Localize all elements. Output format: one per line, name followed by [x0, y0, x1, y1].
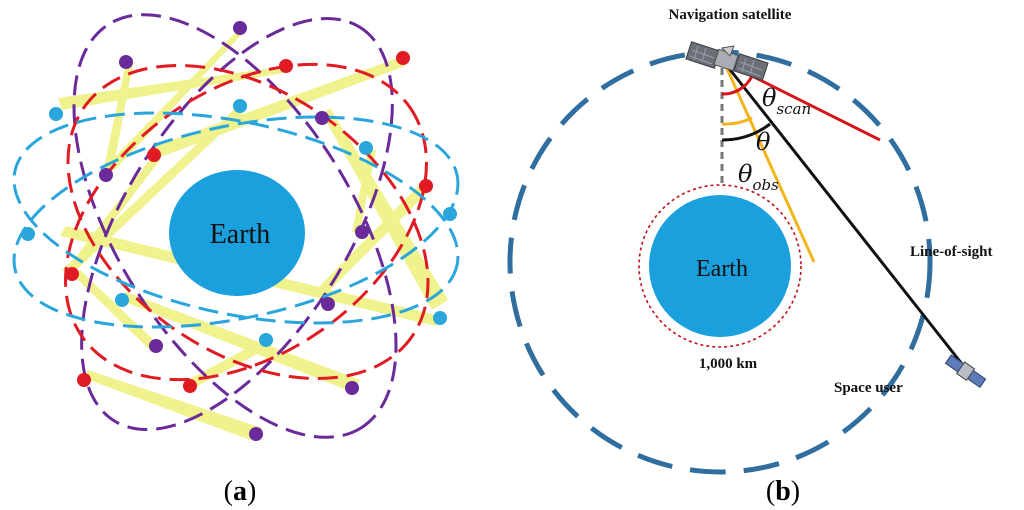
orbit-purple [72, 13, 398, 439]
caption-b: (b) [766, 476, 800, 507]
satellite [249, 427, 263, 441]
satellite [279, 59, 293, 73]
panel-b: Earth Navigation satellite [507, 7, 993, 507]
earth-b [649, 195, 791, 337]
line-of-sight-label: Line-of-sight [910, 244, 993, 260]
earth-label-b: Earth [696, 256, 748, 282]
satellite [345, 381, 359, 395]
satellite [149, 339, 163, 353]
satellite [233, 21, 247, 35]
beam [84, 370, 262, 440]
satellite [147, 148, 161, 162]
altitude-label: 1,000 km [699, 356, 758, 372]
beam [352, 150, 376, 232]
satellite [49, 107, 63, 121]
satellites-purple [99, 21, 369, 441]
theta-scan-arc [721, 75, 754, 96]
earth-label-a: Earth [210, 219, 271, 250]
beam [106, 28, 244, 170]
beam [58, 66, 290, 110]
theta-scan-label: θscan [762, 84, 811, 118]
satellite [77, 373, 91, 387]
panel-a: Earth [12, 13, 460, 507]
satellite [233, 99, 247, 113]
earth-a [169, 170, 305, 296]
navigation-satellite-label: Navigation satellite [669, 7, 792, 23]
beam [74, 270, 160, 352]
satellite [396, 51, 410, 65]
satellite [259, 333, 273, 347]
theta-obs-arc [721, 116, 753, 126]
altitude-ring [638, 184, 802, 348]
satellite [315, 111, 329, 125]
satellites-blue [21, 99, 457, 347]
navigation-satellite-icon [685, 41, 769, 81]
satellite [21, 227, 35, 241]
space-user-label: Space user [834, 380, 903, 396]
space-user-icon [944, 354, 987, 389]
satellite [419, 179, 433, 193]
satellite [433, 311, 447, 325]
beam [66, 154, 160, 276]
satellite [183, 379, 197, 393]
obs-line [722, 61, 816, 263]
orbit-blue [12, 111, 460, 329]
satellite [65, 267, 79, 281]
theta-arc [721, 122, 771, 142]
theta-label: θ [756, 128, 771, 156]
caption-a: (a) [224, 476, 257, 507]
satellite [321, 297, 335, 311]
satellite [115, 293, 129, 307]
satellites-red [65, 51, 433, 393]
beam [322, 108, 448, 310]
beam [120, 292, 360, 392]
satellite [443, 207, 457, 221]
satellite [355, 225, 369, 239]
isl-beams [58, 28, 448, 440]
beam [314, 180, 430, 300]
line-of-sight [722, 61, 964, 365]
satellite [99, 168, 113, 182]
satellite [119, 55, 133, 69]
satellite [359, 141, 373, 155]
theta-obs-label: θobs [738, 160, 779, 194]
